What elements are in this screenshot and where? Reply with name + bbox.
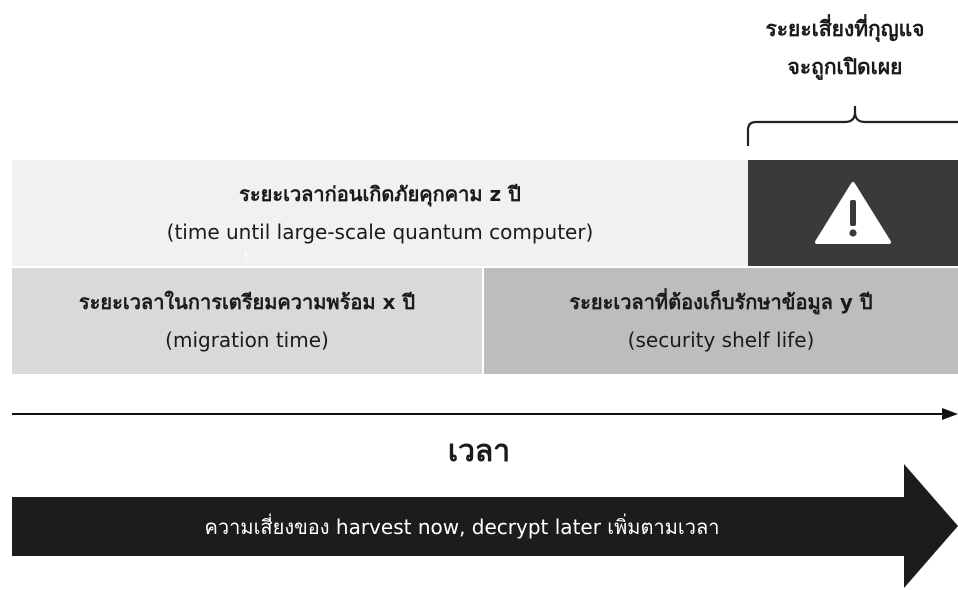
risk-growth-text: ความเสี่ยงของ harvest now, decrypt later… (204, 515, 720, 539)
threat-time-box: ระยะเวลาก่อนเกิดภัยคุกคาม z ปี (time unt… (12, 160, 748, 266)
warning-icon (815, 182, 891, 244)
stray-mark: t (244, 250, 250, 265)
shelf-life-subtitle: (security shelf life) (627, 328, 815, 352)
risk-window-label: ระยะเสี่ยงที่กุญแจ จะถูกเปิดเผย (740, 10, 950, 86)
risk-window-line1: ระยะเสี่ยงที่กุญแจ (765, 17, 925, 41)
warning-box (748, 160, 958, 266)
threat-time-subtitle: (time until large-scale quantum computer… (166, 220, 594, 244)
shelf-life-title: ระยะเวลาที่ต้องเก็บรักษาข้อมูล y ปี (569, 290, 873, 314)
risk-growth-arrow (12, 464, 958, 588)
time-axis-label: เวลา (447, 434, 511, 469)
time-axis-arrow (12, 408, 958, 420)
migration-time-title: ระยะเวลาในการเตรียมความพร้อม x ปี (78, 290, 416, 314)
risk-window-line2: จะถูกเปิดเผย (787, 55, 903, 79)
migration-time-box: ระยะเวลาในการเตรียมความพร้อม x ปี (migra… (12, 268, 482, 374)
shelf-life-box: ระยะเวลาที่ต้องเก็บรักษาข้อมูล y ปี (sec… (484, 268, 958, 374)
risk-window-brace (746, 106, 958, 146)
migration-time-subtitle: (migration time) (165, 328, 329, 352)
threat-time-title: ระยะเวลาก่อนเกิดภัยคุกคาม z ปี (239, 182, 521, 206)
